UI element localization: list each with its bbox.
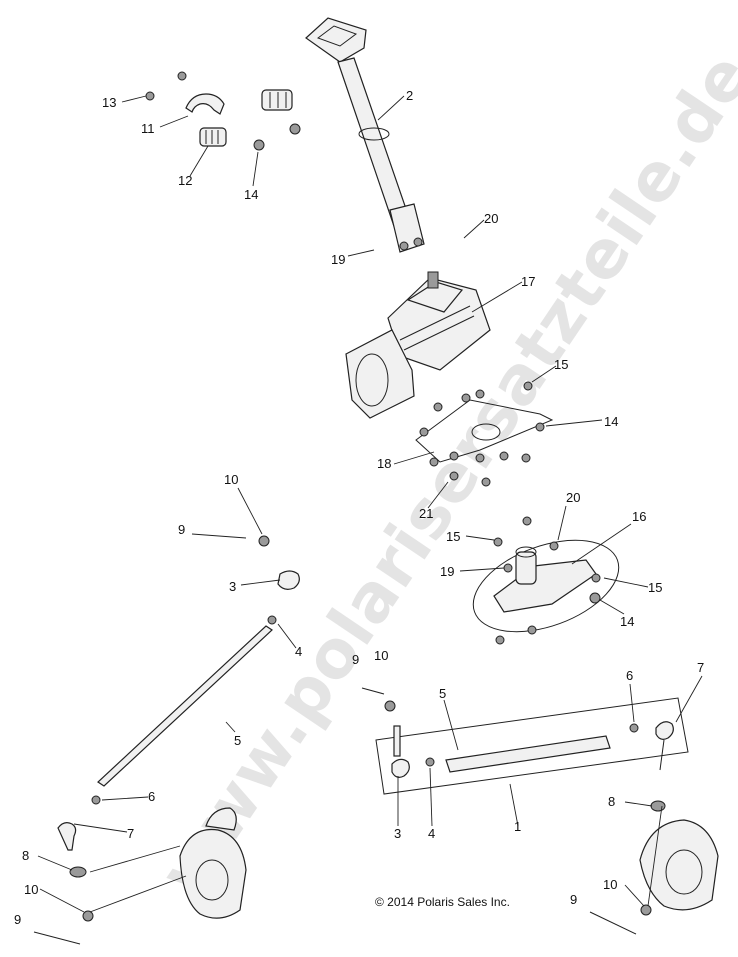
callout-8: 8 — [608, 794, 615, 809]
callout-3: 3 — [229, 579, 236, 594]
callout-4: 4 — [295, 644, 302, 659]
callout-16: 16 — [632, 509, 646, 524]
callout-10: 10 — [224, 472, 238, 487]
copyright-text: © 2014 Polaris Sales Inc. — [375, 895, 510, 909]
callout-12: 12 — [178, 173, 192, 188]
callout-9: 9 — [352, 652, 359, 667]
callout-10: 10 — [24, 882, 38, 897]
callout-8: 8 — [22, 848, 29, 863]
callout-14: 14 — [604, 414, 618, 429]
callout-5: 5 — [439, 686, 446, 701]
tie-rod-kit — [361, 687, 689, 795]
callout-17: 17 — [521, 274, 535, 289]
steering-gear-assembly — [472, 516, 620, 645]
callout-20: 20 — [566, 490, 580, 505]
power-steering-unit — [345, 271, 491, 419]
callout-19: 19 — [331, 252, 345, 267]
right-steering-knuckle — [589, 800, 719, 935]
callout-11: 11 — [141, 121, 155, 136]
callout-2: 2 — [406, 88, 413, 103]
callout-13: 13 — [102, 95, 116, 110]
callout-15: 15 — [446, 529, 460, 544]
callout-7: 7 — [697, 660, 704, 675]
callout-9: 9 — [14, 912, 21, 927]
callout-10: 10 — [374, 648, 388, 663]
callout-5: 5 — [234, 733, 241, 748]
callout-9: 9 — [570, 892, 577, 907]
callout-21: 21 — [419, 506, 433, 521]
callout-6: 6 — [626, 668, 633, 683]
callout-4: 4 — [428, 826, 435, 841]
steering-column — [305, 17, 425, 253]
mounting-plate — [415, 381, 554, 487]
clamp-assembly — [145, 71, 301, 151]
callout-3: 3 — [394, 826, 401, 841]
left-steering-knuckle — [179, 807, 247, 919]
callout-labels: 13 11 12 14 2 20 19 17 15 14 18 21 10 9 … — [14, 88, 704, 927]
left-tie-rod-assembly — [33, 533, 300, 945]
callout-14: 14 — [244, 187, 258, 202]
callout-15: 15 — [554, 357, 568, 372]
callout-10: 10 — [603, 877, 617, 892]
callout-14: 14 — [620, 614, 634, 629]
callout-18: 18 — [377, 456, 391, 471]
callout-19: 19 — [440, 564, 454, 579]
callout-20: 20 — [484, 211, 498, 226]
callout-6: 6 — [148, 789, 155, 804]
callout-1: 1 — [514, 819, 521, 834]
leader-lines — [37, 95, 703, 913]
callout-9: 9 — [178, 522, 185, 537]
callout-15: 15 — [648, 580, 662, 595]
callout-7: 7 — [127, 826, 134, 841]
